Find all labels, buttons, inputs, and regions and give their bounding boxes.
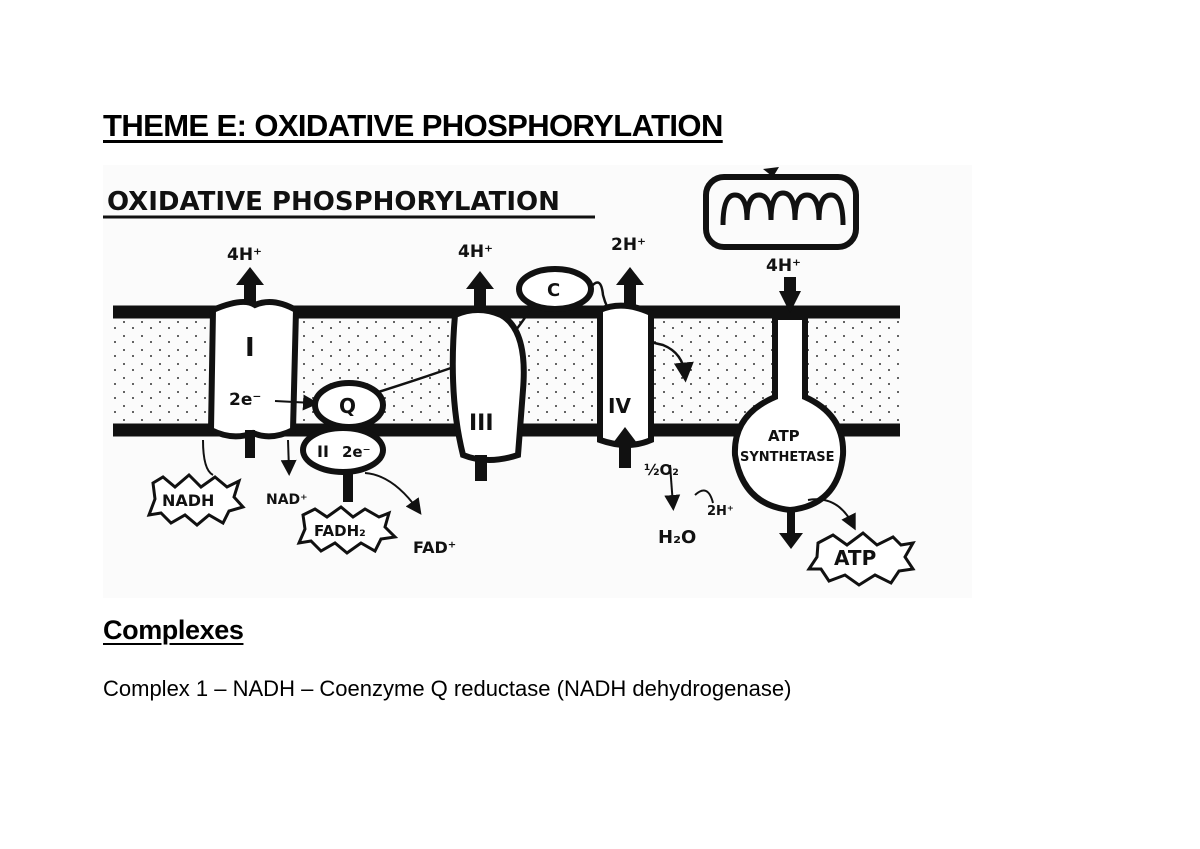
- mitochondrion-icon: [703, 167, 859, 250]
- diagram-title: OXIDATIVE PHOSPHORYLATION: [107, 187, 560, 217]
- atp-label: ATP: [834, 546, 876, 570]
- complex-3: [449, 307, 527, 481]
- coenzyme-q-label: Q: [339, 394, 356, 418]
- complex-1: [207, 298, 300, 458]
- atp-burst: [806, 531, 916, 587]
- fadh2-burst: [296, 505, 399, 555]
- atp-synthase: [731, 314, 847, 549]
- complex-4: [597, 302, 654, 468]
- complex-4-label: IV: [608, 394, 631, 418]
- nadh-label: NADH: [162, 491, 214, 510]
- electrons-label-1: 2e⁻: [229, 390, 261, 410]
- complex-3-label: III: [469, 411, 494, 436]
- fad-label: FAD⁺: [413, 538, 456, 557]
- proton-label-3: 4H⁺: [458, 242, 493, 262]
- complex-1-label: I: [245, 333, 255, 363]
- proton-label-atp: 4H⁺: [766, 256, 801, 276]
- atp-synthase-label-2: SYNTHETASE: [740, 450, 834, 465]
- complex-description: Complex 1 – NADH – Coenzyme Q reductase …: [103, 676, 792, 701]
- complex-2: [300, 425, 386, 502]
- oxidative-phosphorylation-diagram: OXIDATIVE PHOSPHORYLATION 4H⁺ 4H⁺: [103, 165, 972, 598]
- nadh-burst: [146, 472, 246, 527]
- proton-label-1: 4H⁺: [227, 245, 262, 265]
- complex-2-label: II: [317, 442, 329, 461]
- electrons-label-2: 2e⁻: [342, 443, 371, 461]
- section-heading: Complexes: [103, 615, 244, 645]
- half-o2-label: ½O₂: [644, 461, 679, 479]
- atp-synthase-label-1: ATP: [768, 427, 800, 445]
- fadh2-label: FADH₂: [314, 522, 366, 540]
- nad-label: NAD⁺: [266, 492, 308, 508]
- two-h-label: 2H⁺: [707, 504, 734, 519]
- page-title: THEME E: OXIDATIVE PHOSPHORYLATION: [103, 108, 723, 143]
- water-label: H₂O: [658, 527, 696, 548]
- cytochrome-c-label: C: [547, 280, 560, 301]
- proton-arrow-atp: [779, 277, 801, 313]
- proton-label-4: 2H⁺: [611, 235, 646, 255]
- cytochrome-c: [516, 266, 594, 312]
